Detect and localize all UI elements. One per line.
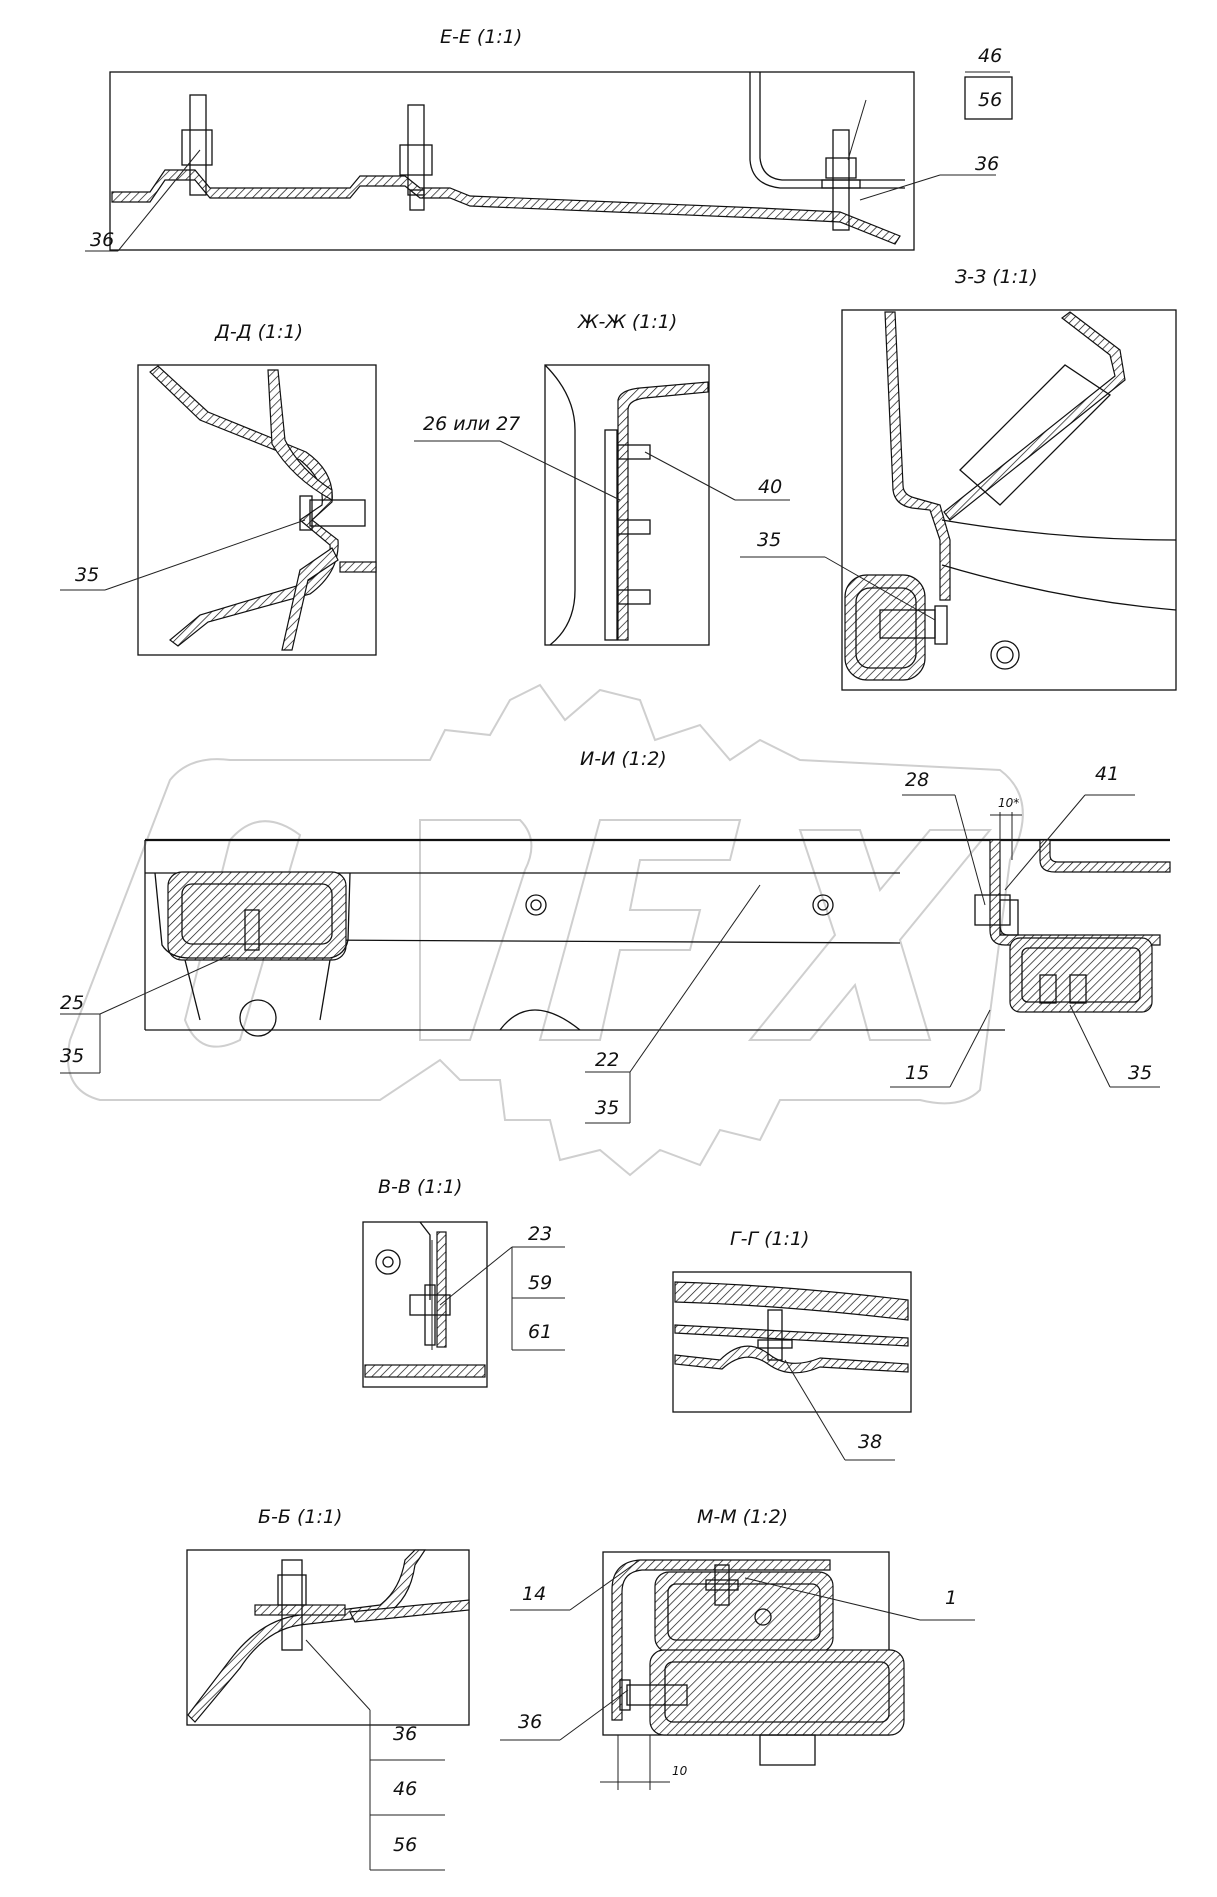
watermark-text: OPEX xyxy=(600,992,628,1003)
callout-15: 15 xyxy=(905,1062,929,1084)
callout-35: 35 xyxy=(60,1045,84,1067)
callout-35: 35 xyxy=(595,1097,619,1119)
view-title: Г-Г (1:1) xyxy=(730,1228,809,1250)
view-title: Е-Е (1:1) xyxy=(440,26,522,48)
callout-36: 36 xyxy=(393,1723,417,1745)
callout-41: 41 xyxy=(1095,763,1119,785)
callout-59: 59 xyxy=(528,1272,552,1294)
watermark-gear: OPEX xyxy=(67,683,1024,1177)
view-m-m: М-М (1:2) 10 14 1 36 xyxy=(500,1506,975,1790)
view-e-e: Е-Е (1:1) 46 56 36 36 xyxy=(85,26,1013,252)
view-z-z: З-З (1:1) 35 xyxy=(740,266,1177,691)
callout-46: 46 xyxy=(393,1778,417,1800)
view-title: Ж-Ж (1:1) xyxy=(577,311,677,333)
view-d-d: Д-Д (1:1) 35 xyxy=(60,321,377,656)
callout-35: 35 xyxy=(757,529,781,551)
callout-56: 56 xyxy=(978,89,1002,111)
view-zh-zh: Ж-Ж (1:1) 26 или 27 40 xyxy=(414,311,790,646)
callout-40: 40 xyxy=(758,476,782,498)
callout-28: 28 xyxy=(905,769,929,791)
callout-14: 14 xyxy=(522,1583,546,1605)
callout-38: 38 xyxy=(858,1431,882,1453)
view-g-g: Г-Г (1:1) 38 xyxy=(672,1228,912,1461)
view-title: И-И (1:2) xyxy=(580,748,667,770)
callout-25: 25 xyxy=(60,992,84,1014)
view-title: Б-Б (1:1) xyxy=(258,1506,342,1528)
callout-36: 36 xyxy=(90,229,114,251)
callout-46: 46 xyxy=(978,45,1002,67)
view-i-i: И-И (1:2) 10* xyxy=(60,748,1171,1124)
callout-26-27: 26 или 27 xyxy=(423,413,520,435)
callout-61: 61 xyxy=(528,1321,552,1343)
view-title: Д-Д (1:1) xyxy=(214,321,303,343)
view-title: М-М (1:2) xyxy=(697,1506,788,1528)
callout-1: 1 xyxy=(945,1587,957,1609)
dimension-10: 10 xyxy=(672,1764,688,1778)
callout-36: 36 xyxy=(975,153,999,175)
callout-22: 22 xyxy=(595,1049,619,1071)
view-title: В-В (1:1) xyxy=(378,1176,462,1198)
callout-35: 35 xyxy=(75,564,99,586)
callout-36: 36 xyxy=(518,1711,542,1733)
view-b-b: Б-Б (1:1) 36 46 56 xyxy=(186,1506,470,1871)
callout-35: 35 xyxy=(1128,1062,1152,1084)
callout-56: 56 xyxy=(393,1834,417,1856)
view-title: З-З (1:1) xyxy=(955,266,1038,288)
callout-23: 23 xyxy=(528,1223,552,1245)
dimension-10: 10* xyxy=(998,796,1019,810)
view-v-v: В-В (1:1) 23 59 61 xyxy=(362,1176,565,1388)
